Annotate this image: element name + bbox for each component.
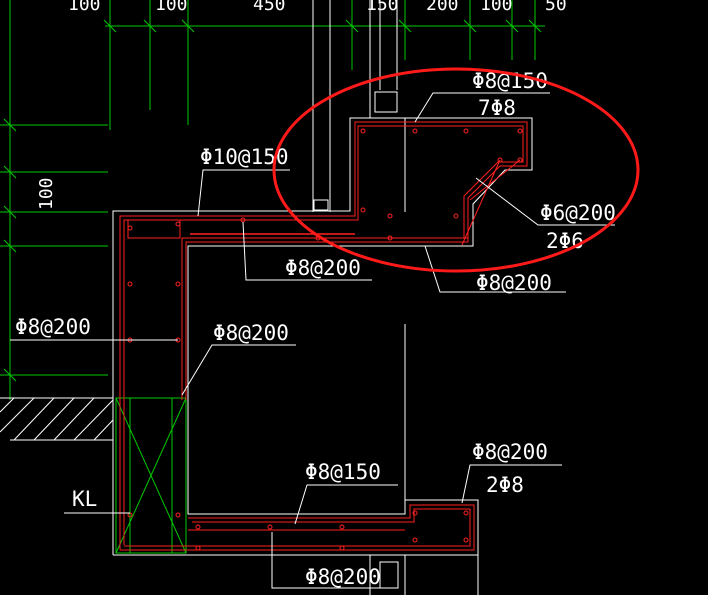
ground-hatch (0, 397, 114, 441)
label-left-wall: Φ8@200 (15, 315, 91, 339)
leader-lines (10, 92, 615, 589)
dimension-lines (0, 0, 545, 400)
label-inner-spacing: Φ8@200 (285, 256, 361, 280)
dim-2: 100 (155, 0, 188, 15)
rebar-dots (127, 128, 523, 551)
label-wall-inner: Φ8@200 (213, 321, 289, 345)
kl-beam (115, 397, 187, 554)
dim-5: 200 (426, 0, 459, 15)
label-diag-spacing: Φ6@200 (540, 201, 616, 225)
label-step-spacing: Φ8@200 (476, 271, 552, 295)
dim-left: 100 (36, 177, 57, 210)
highlight-ellipse (272, 67, 640, 273)
dim-1: 100 (68, 0, 101, 15)
dim-7: 50 (545, 0, 567, 15)
top-dimensions: 100 100 450 150 200 100 50 (68, 0, 567, 15)
structure-outline (112, 0, 533, 595)
label-bottom-spacing: Φ8@150 (305, 460, 381, 484)
dim-4: 150 (366, 0, 399, 15)
label-end-count: 2Φ8 (486, 473, 524, 497)
label-end-spacing: Φ8@200 (472, 440, 548, 464)
dim-6: 100 (480, 0, 513, 15)
label-bottom-lower: Φ8@200 (305, 565, 381, 589)
label-top-right-count: 7Φ8 (478, 96, 516, 120)
rebar (119, 121, 528, 551)
label-beam: KL (72, 487, 97, 511)
dim-3: 450 (253, 0, 286, 15)
label-diag-count: 2Φ6 (546, 229, 584, 253)
